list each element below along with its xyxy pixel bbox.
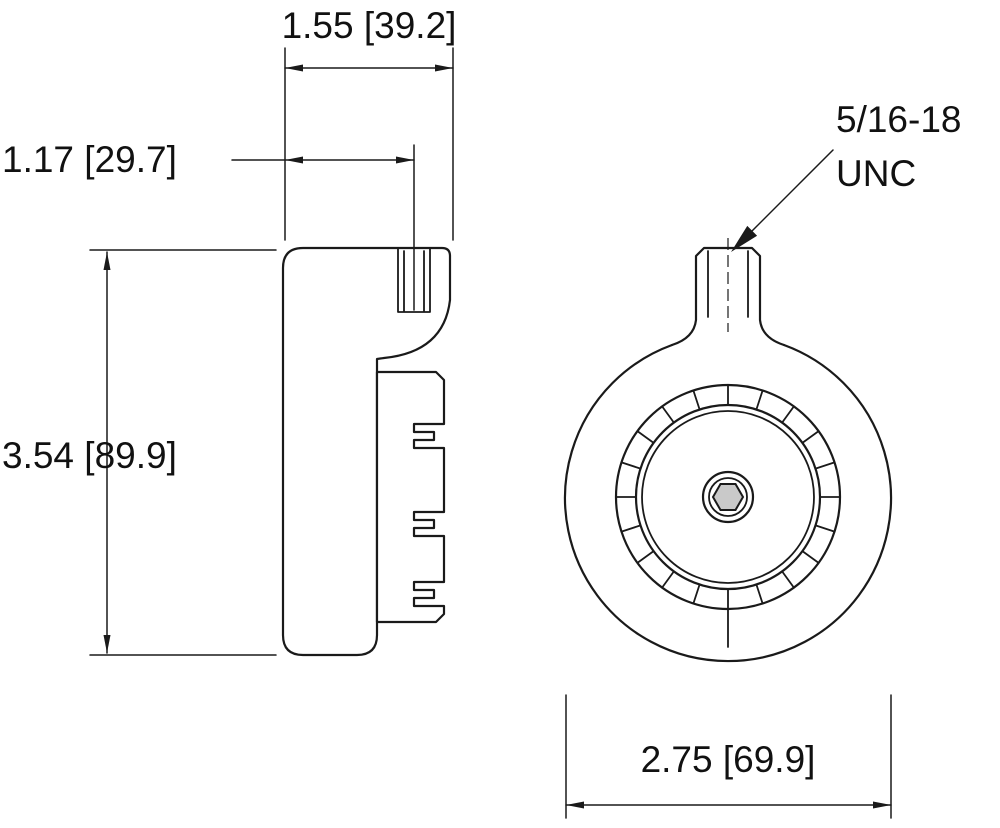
dimension-text: 3.54 [89.9] [2, 435, 177, 476]
dim-overall-depth: 1.55 [39.2] [282, 5, 457, 241]
leader-line [751, 149, 834, 232]
arrowhead [566, 801, 584, 809]
knurl-profile [375, 370, 446, 624]
dim-overall-height: 3.54 [89.9] [2, 249, 277, 656]
arrowhead [103, 635, 111, 653]
arrowhead [435, 64, 453, 72]
arrowhead [396, 156, 414, 164]
thread-callout-text-line2: UNC [836, 153, 916, 194]
arrowhead [285, 156, 303, 164]
front-view [563, 238, 893, 663]
threaded-hole-lines [397, 247, 431, 313]
stud-thread-lines [707, 250, 749, 318]
dimension-text: 2.75 [69.9] [641, 739, 816, 780]
thread-callout-text-line1: 5/16-18 [836, 99, 962, 140]
leader-arrowhead [731, 225, 758, 252]
arrowhead [873, 801, 891, 809]
dim-overall-width: 2.75 [69.9] [565, 694, 892, 819]
thread-callout: 5/16-18 UNC [731, 99, 962, 252]
hex-socket [711, 483, 745, 511]
dim-stud-offset: 1.17 [29.7] [2, 139, 415, 311]
side-view [281, 246, 452, 657]
dimension-text: 1.55 [39.2] [282, 5, 457, 46]
dimension-text: 1.17 [29.7] [2, 139, 177, 180]
arrowhead [285, 64, 303, 72]
hub-circle-inner [708, 477, 748, 517]
arrowhead [103, 252, 111, 270]
face-circle [641, 410, 815, 584]
knurl-tick-marks [615, 384, 841, 610]
side-view-outline [281, 246, 452, 657]
